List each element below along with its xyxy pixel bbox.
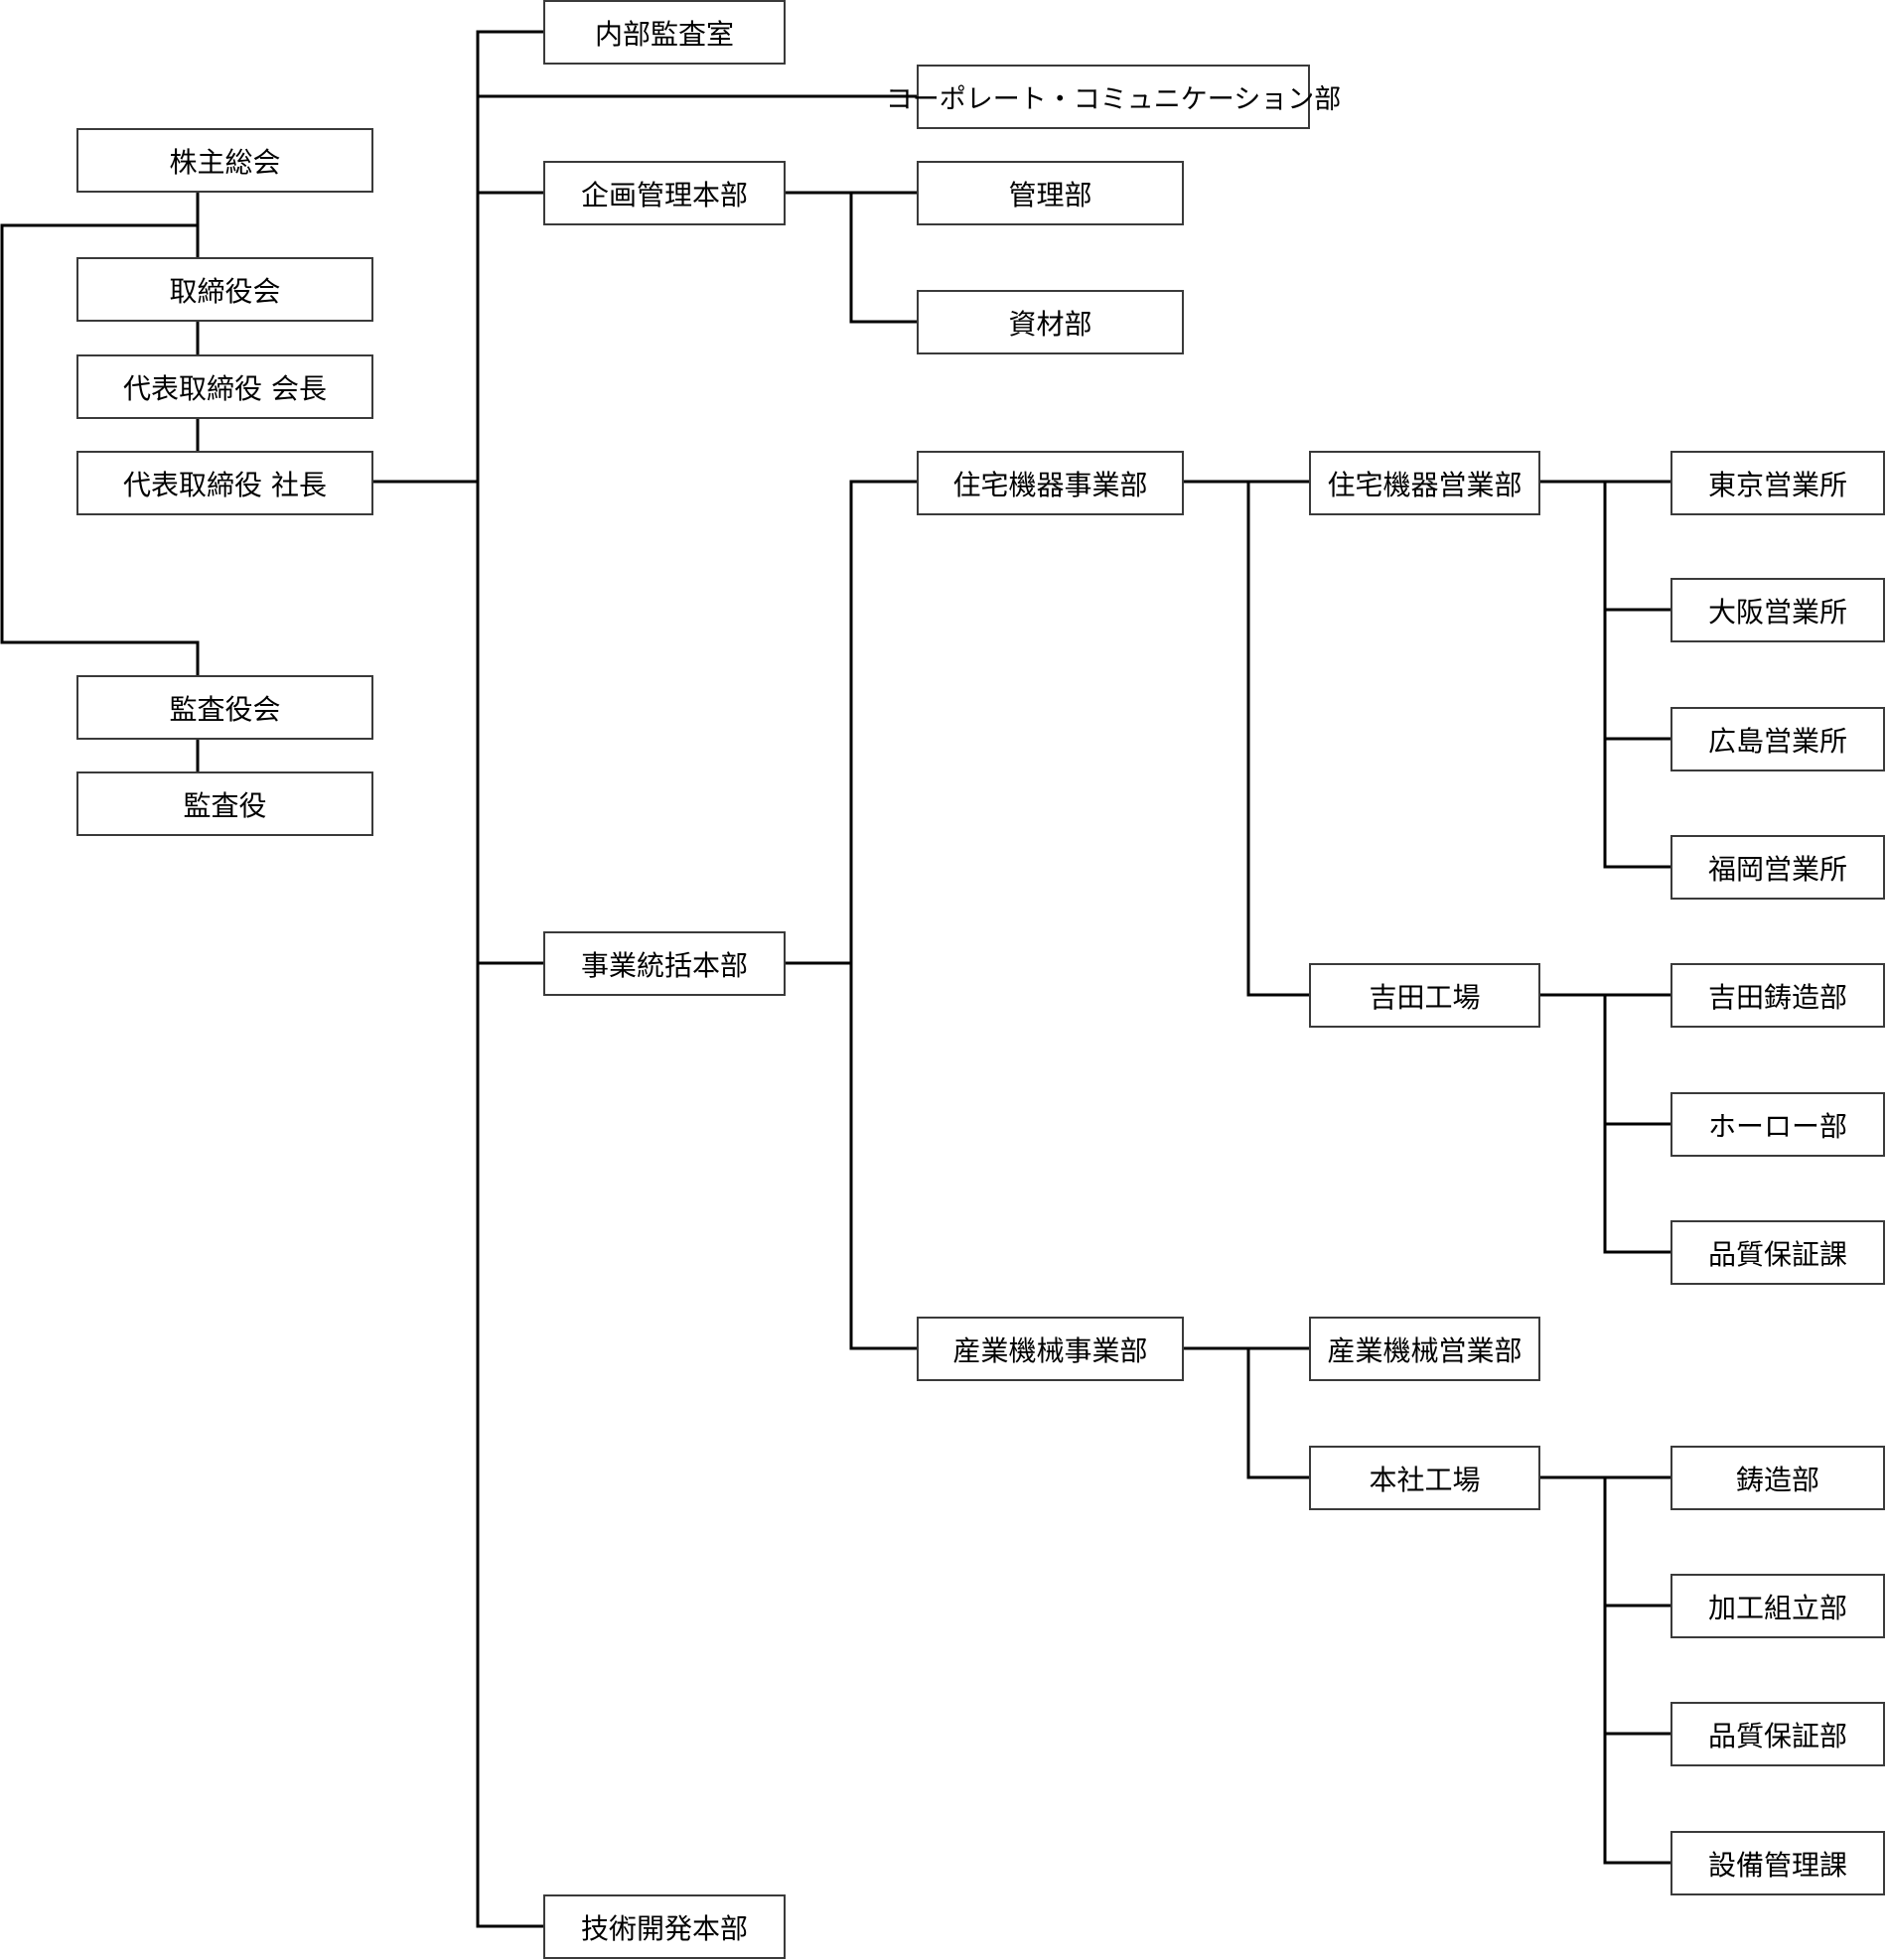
- box-audit-board: 監査役会: [76, 675, 373, 740]
- label-corp-comm: コーポレート・コミュニケーション部: [885, 84, 1342, 115]
- box-qa-dept: 品質保証部: [1670, 1702, 1885, 1766]
- label-industrial-sales: 産業機械営業部: [1327, 1333, 1523, 1367]
- label-housing-div: 住宅機器事業部: [952, 468, 1148, 501]
- label-facility-section: 設備管理課: [1707, 1848, 1847, 1882]
- label-osaka-office: 大阪営業所: [1707, 595, 1847, 629]
- box-internal-audit: 内部監査室: [543, 0, 786, 65]
- box-shareholders: 株主総会: [76, 128, 373, 193]
- label-main-factory: 本社工場: [1369, 1463, 1481, 1496]
- box-admin-dept: 管理部: [917, 161, 1184, 225]
- label-admin-dept: 管理部: [1008, 178, 1092, 211]
- label-fukuoka-office: 福岡営業所: [1707, 852, 1847, 886]
- box-industrial-sales: 産業機械営業部: [1309, 1317, 1540, 1381]
- label-president: 代表取締役 社長: [123, 468, 327, 501]
- box-osaka-office: 大阪営業所: [1670, 578, 1885, 642]
- box-yoshida-factory: 吉田工場: [1309, 963, 1540, 1028]
- label-industrial-div: 産業機械事業部: [952, 1333, 1148, 1367]
- box-fukuoka-office: 福岡営業所: [1670, 835, 1885, 900]
- box-auditor: 監査役: [76, 771, 373, 836]
- box-business-hq: 事業統括本部: [543, 931, 786, 996]
- box-casting-dept: 鋳造部: [1670, 1446, 1885, 1510]
- label-tokyo-office: 東京営業所: [1707, 468, 1847, 501]
- label-planning-hq: 企画管理本部: [580, 178, 748, 211]
- box-corp-comm: コーポレート・コミュニケーション部: [886, 65, 1341, 129]
- box-housing-div: 住宅機器事業部: [917, 451, 1184, 515]
- label-auditor: 監査役: [183, 788, 267, 822]
- box-president: 代表取締役 社長: [76, 451, 373, 515]
- box-chairman: 代表取締役 会長: [76, 354, 373, 419]
- label-enamel-dept: ホーロー部: [1707, 1109, 1847, 1143]
- box-materials-dept: 資材部: [917, 290, 1184, 354]
- label-yoshida-casting: 吉田鋳造部: [1707, 980, 1847, 1014]
- box-tech-dev-hq: 技術開発本部: [543, 1894, 786, 1959]
- label-hiroshima-office: 広島営業所: [1707, 724, 1847, 758]
- box-facility-section: 設備管理課: [1670, 1831, 1885, 1895]
- label-assembly-dept: 加工組立部: [1707, 1591, 1847, 1624]
- box-industrial-div: 産業機械事業部: [917, 1317, 1184, 1381]
- box-assembly-dept: 加工組立部: [1670, 1574, 1885, 1638]
- label-chairman: 代表取締役 会長: [123, 371, 327, 405]
- label-board: 取締役会: [169, 274, 281, 308]
- label-materials-dept: 資材部: [1008, 307, 1092, 341]
- label-housing-sales: 住宅機器営業部: [1327, 468, 1523, 501]
- box-housing-sales: 住宅機器営業部: [1309, 451, 1540, 515]
- label-qa-dept: 品質保証部: [1707, 1719, 1847, 1752]
- box-hiroshima-office: 広島営業所: [1670, 707, 1885, 771]
- label-casting-dept: 鋳造部: [1735, 1463, 1819, 1496]
- label-audit-board: 監査役会: [169, 692, 281, 726]
- label-shareholders: 株主総会: [169, 145, 281, 179]
- label-tech-dev-hq: 技術開発本部: [580, 1911, 748, 1945]
- label-qa-section: 品質保証課: [1707, 1237, 1847, 1271]
- box-main-factory: 本社工場: [1309, 1446, 1540, 1510]
- box-yoshida-casting: 吉田鋳造部: [1670, 963, 1885, 1028]
- box-qa-section: 品質保証課: [1670, 1220, 1885, 1285]
- box-planning-hq: 企画管理本部: [543, 161, 786, 225]
- label-yoshida-factory: 吉田工場: [1369, 980, 1481, 1014]
- box-tokyo-office: 東京営業所: [1670, 451, 1885, 515]
- box-board: 取締役会: [76, 257, 373, 322]
- box-enamel-dept: ホーロー部: [1670, 1092, 1885, 1157]
- label-business-hq: 事業統括本部: [580, 948, 748, 982]
- label-internal-audit: 内部監査室: [594, 17, 734, 51]
